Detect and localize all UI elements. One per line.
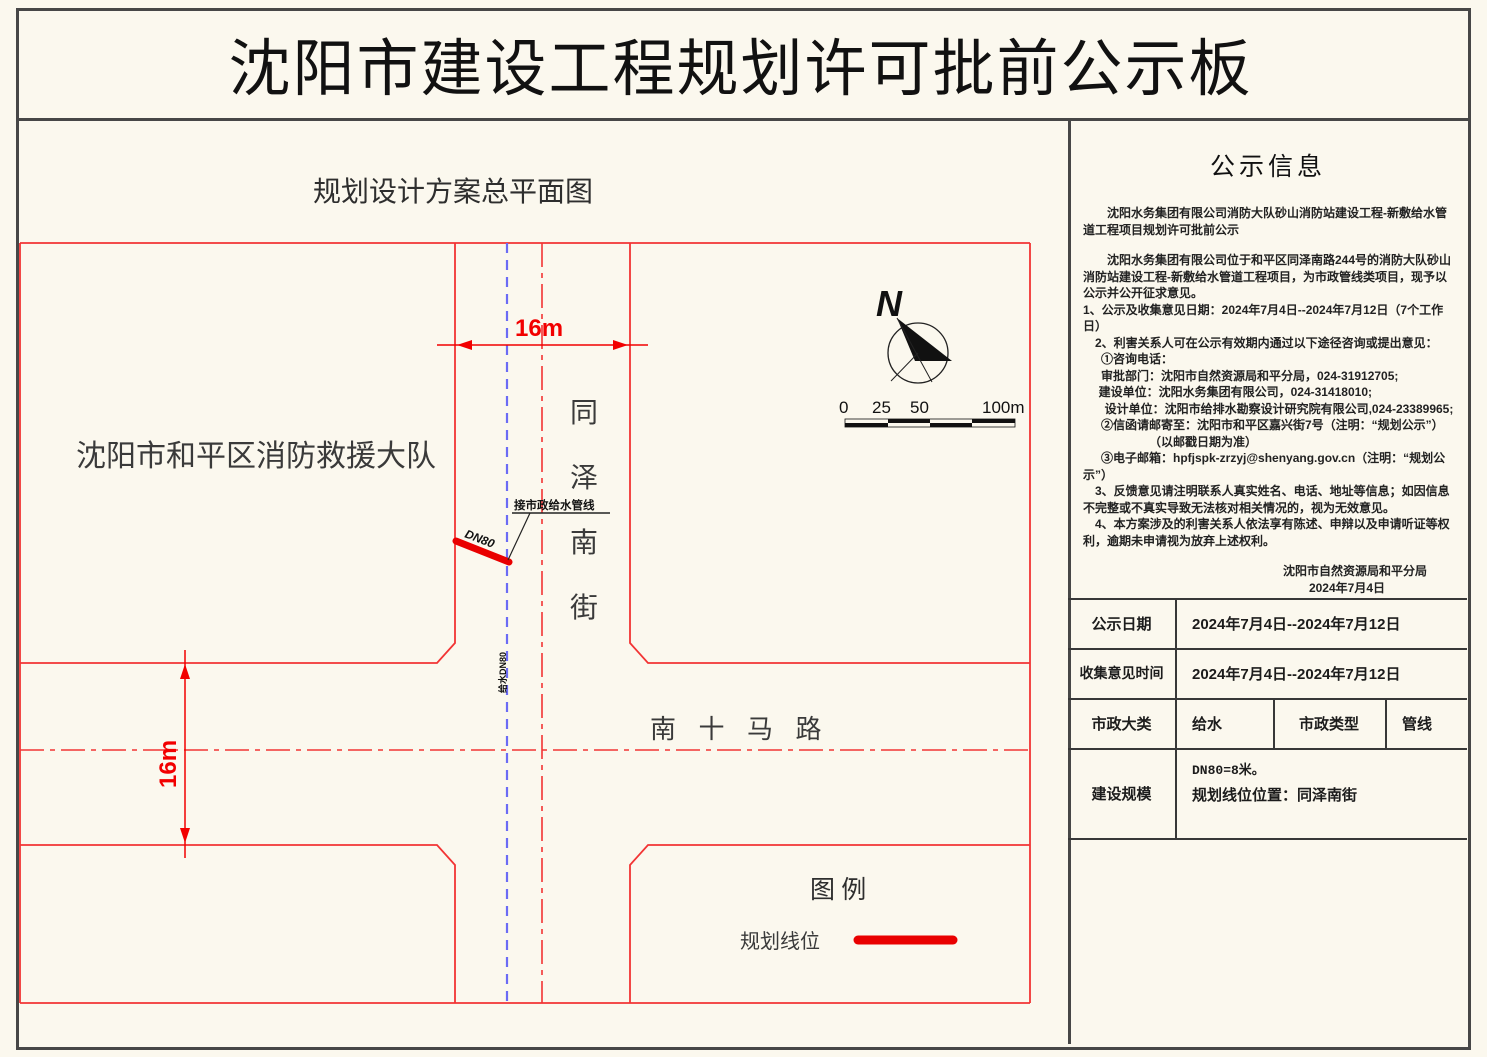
dimension-top: 16m (437, 315, 648, 350)
build-scale-line1: DN80=8米。 (1192, 763, 1265, 778)
notice-paragraph: 2、利害关系人可在公示有效期内通过以下途径咨询或提出意见： (1095, 335, 1438, 350)
street-char-4: 街 (570, 592, 598, 624)
legend: 图 例 规划线位 (740, 876, 958, 953)
dimension-top-label: 16m (515, 315, 563, 342)
notice-paragraph: ①咨询电话： (1101, 352, 1174, 366)
table-line (1068, 648, 1467, 650)
table-row2-label: 收集意见时间 (1079, 665, 1164, 681)
connection-label: 接市政给水管线 (514, 498, 595, 512)
site-plan-svg: 规划设计方案总平面图 16m (19, 176, 1031, 1004)
table-row4-label: 建设规模 (1091, 785, 1152, 803)
plan-title: 规划设计方案总平面图 (313, 176, 593, 208)
notice-paragraph: 设计单位：沈阳市给排水勘察设计研究院有限公司,024-23389965; (1104, 401, 1454, 416)
site-plan-panel: 规划设计方案总平面图 16m (16, 121, 1068, 1044)
scale-tick-100: 100m (982, 398, 1025, 417)
table-line (1068, 838, 1467, 840)
north-letter: N (876, 283, 903, 324)
planned-pipeline-line (452, 537, 513, 566)
notice-panel: 公示信息 沈阳水务集团有限公司消防大队砂山消防站建设工程-新敷给水管道工程项目规… (1071, 121, 1465, 1044)
table-row3-value2: 管线 (1402, 715, 1433, 733)
signature-org: 沈阳市自然资源局和平分局 (1282, 564, 1427, 578)
table-row3-label: 市政大类 (1091, 715, 1152, 733)
notice-paragraph: （以邮戳日期为准） (1149, 434, 1258, 449)
table-row1-value: 2024年7月4日--2024年7月12日 (1192, 615, 1401, 633)
table-line (1385, 698, 1387, 748)
north-arrow: N (876, 283, 952, 384)
notice-paragraph: 审批部门：沈阳市自然资源局和平分局，024-31912705; (1101, 368, 1399, 383)
notice-title: 公示信息 (1209, 154, 1326, 181)
table-line (1068, 598, 1467, 600)
scale-tick-0: 0 (839, 398, 848, 417)
panel-divider-line (1068, 118, 1071, 1044)
table-line (1273, 698, 1275, 748)
table-row4-value: DN80=8米。 规划线位位置：同泽南街 (1177, 752, 1480, 812)
street-name-vertical: 同 泽 南 街 (570, 398, 598, 624)
outer-border (16, 8, 1471, 1050)
notice-paragraph: 3、反馈意见请注明联系人真实姓名、电话、地址等信息；如因信息不完整或不真实导致无… (1083, 484, 1450, 515)
legend-title: 图 例 (810, 876, 866, 904)
scale-tick-50: 50 (910, 398, 929, 417)
table-row3-label2: 市政类型 (1298, 715, 1359, 733)
street-char-2: 泽 (570, 463, 598, 494)
page-title: 沈阳市建设工程规划许可批前公示板 (228, 36, 1253, 104)
dimension-left: 16m (155, 650, 190, 858)
road-name-label: 南 十 马 路 (650, 715, 830, 744)
table-line (1068, 698, 1467, 700)
build-scale-line2: 规划线位位置：同泽南街 (1192, 787, 1358, 804)
notice-paragraph: 沈阳水务集团有限公司位于和平区同泽南路244号的消防大队砂山消防站建设工程-新敷… (1083, 253, 1452, 300)
dimension-left-label: 16m (155, 740, 182, 788)
notice-body: 沈阳水务集团有限公司消防大队砂山消防站建设工程-新敷给水管道工程项目规划许可批前… (1071, 205, 1465, 596)
legend-item-label: 规划线位 (740, 930, 820, 953)
road-edge-lines (19, 242, 1031, 1004)
table-line (1068, 748, 1467, 750)
fire-brigade-label: 沈阳市和平区消防救援大队 (76, 440, 436, 473)
street-char-1: 同 (570, 398, 598, 429)
table-line (1175, 598, 1177, 838)
signature-date: 2024年7月4日 (1308, 580, 1385, 595)
scale-bar: 0 25 50 100m (839, 398, 1025, 428)
road-centerlines (20, 243, 1030, 1003)
notice-paragraph: 建设单位：沈阳水务集团有限公司，024-31418010; (1098, 385, 1372, 399)
table-row1-label: 公示日期 (1091, 615, 1152, 633)
pipe-note-vertical: 给水DN80 (497, 652, 508, 693)
notice-paragraph: 1、公示及收集意见日期：2024年7月4日--2024年7月12日（7个工作日） (1083, 302, 1444, 334)
table-row2-value: 2024年7月4日--2024年7月12日 (1192, 665, 1401, 683)
scale-tick-25: 25 (872, 398, 891, 417)
notice-paragraph: ③电子邮箱：hpfjspk-zrzyj@shenyang.gov.cn（注明：“… (1083, 451, 1446, 482)
title-band: 沈阳市建设工程规划许可批前公示板 (16, 8, 1465, 118)
title-separator-line (16, 118, 1468, 121)
notice-paragraph: 4、本方案涉及的利害关系人依法享有陈述、申辩以及申请听证等权利，逾期未申请视为放… (1083, 517, 1450, 548)
notice-paragraph: 沈阳水务集团有限公司消防大队砂山消防站建设工程-新敷给水管道工程项目规划许可批前… (1083, 206, 1447, 237)
notice-paragraph: ②信函请邮寄至：沈阳市和平区嘉兴街7号（注明：“规划公示”） (1101, 418, 1444, 432)
street-char-3: 南 (570, 527, 598, 559)
connection-annotation: 接市政给水管线 (507, 498, 610, 561)
table-row3-value: 给水 (1192, 715, 1223, 733)
